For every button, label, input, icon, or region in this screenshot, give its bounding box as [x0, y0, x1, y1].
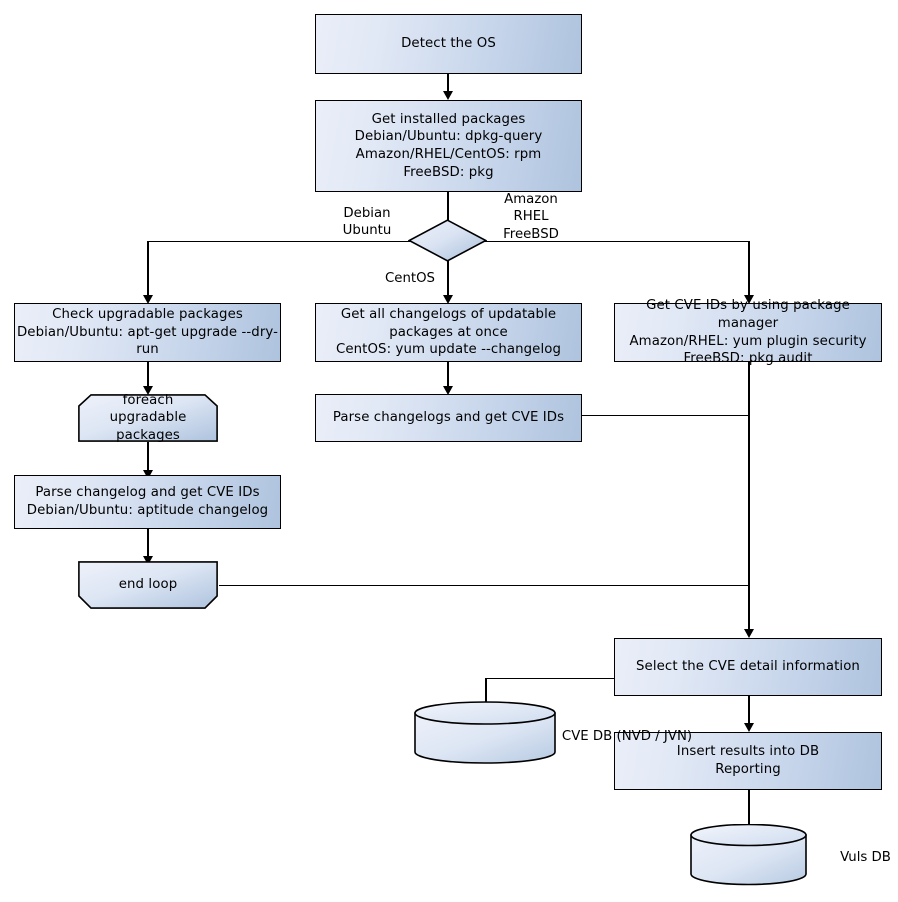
node-insert-results-into-db[interactable]: Insert results into DB Reporting: [614, 732, 882, 790]
node-parse-changelog-get-cve-ids[interactable]: Parse changelog and get CVE IDs Debian/U…: [14, 475, 281, 529]
cylinder-shape-cve-db: [414, 701, 556, 764]
end-loop-label: end loop: [118, 577, 178, 593]
cylinder-shape-vuls-db: [690, 823, 807, 886]
loop-end-shape: [78, 561, 218, 609]
node-os-decision[interactable]: [407, 219, 488, 262]
edge-label-debian-ubuntu: Debian Ubuntu: [342, 206, 392, 239]
edge-parsemulti-to-bus: [582, 414, 749, 417]
foreach-label: foreach upgradable packages: [109, 392, 187, 443]
edge-select-to-cvedb-v: [485, 677, 487, 711]
edge-parse-to-endloop: [147, 529, 149, 561]
node-get-all-changelogs[interactable]: Get all changelogs of updatable packages…: [315, 303, 582, 362]
loop-start-shape: [78, 394, 218, 442]
edge-label-amazon-rhel-freebsd: Amazon RHEL FreeBSD: [503, 192, 559, 242]
arrowhead-check-upgradable: [142, 295, 153, 304]
arrowhead-foreach: [142, 386, 153, 395]
arrowhead-cveids-pkgmgr: [743, 295, 754, 304]
vuls-db-label: Vuls DB: [840, 850, 891, 865]
node-check-upgradable-packages[interactable]: Check upgradable packages Debian/Ubuntu:…: [14, 303, 281, 362]
node-get-cve-ids-package-manager[interactable]: Get CVE IDs by using package manager Ama…: [614, 298, 882, 366]
node-cve-db[interactable]: CVE DB (NVD / JVN): [414, 701, 692, 764]
edge-endloop-to-bus: [219, 584, 749, 587]
arrowhead-parse-multi: [442, 386, 453, 395]
arrowhead-detect-to-getpkgs: [442, 91, 453, 100]
arrowhead-insert-results: [743, 723, 754, 732]
edge-decision-to-cveids-pkgmgr: [748, 240, 750, 299]
node-get-installed-packages[interactable]: Get installed packages Debian/Ubuntu: dp…: [315, 100, 582, 192]
edge-bus-left: [148, 240, 412, 243]
node-vuls-db[interactable]: Vuls DB: [690, 823, 891, 886]
edge-insert-to-vulsdb: [748, 790, 750, 826]
edge-label-centos: CentOS: [384, 271, 435, 286]
edge-select-to-insert: [748, 696, 750, 728]
arrowhead-all-changelogs: [442, 295, 453, 304]
node-parse-changelogs-get-cve-ids[interactable]: Parse changelogs and get CVE IDs: [315, 394, 582, 442]
node-end-loop[interactable]: end loop: [78, 561, 218, 609]
edge-foreach-to-parse: [147, 442, 149, 475]
edge-decision-to-all-changelogs: [447, 261, 449, 299]
edge-check-to-foreach: [147, 362, 149, 390]
diamond-shape: [407, 219, 488, 262]
edge-getpkgs-to-decision: [447, 192, 449, 220]
edge-bus-right: [483, 240, 749, 243]
arrowhead-select-detail: [743, 629, 754, 638]
node-foreach-upgradable-packages[interactable]: foreach upgradable packages: [78, 392, 218, 443]
edge-detect-to-getpkgs: [447, 74, 449, 96]
node-detect-the-os[interactable]: Detect the OS: [315, 14, 582, 74]
edge-select-to-cvedb-h: [486, 677, 615, 680]
arrowhead-parse-changelog: [142, 470, 153, 479]
arrowhead-endloop: [142, 556, 153, 565]
edge-cveids-to-select-detail: [748, 362, 750, 634]
edge-allchangelogs-to-parsemulti: [447, 362, 449, 390]
edge-decision-to-check-upgradable: [147, 240, 149, 299]
node-select-cve-detail-information[interactable]: Select the CVE detail information: [614, 638, 882, 696]
